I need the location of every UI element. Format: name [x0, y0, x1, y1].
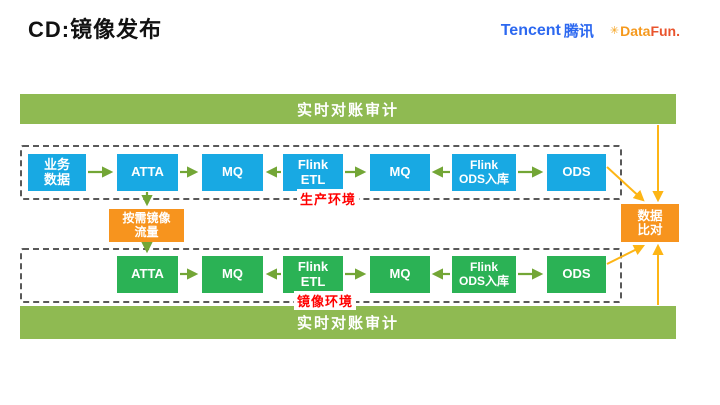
mirror-traffic-box: 按需镜像 流量 — [109, 209, 184, 242]
node-mirror-flink-ods: Flink ODS入库 — [452, 256, 516, 293]
logo-area: Tencent 腾讯 ✳ Data Fun. — [501, 20, 680, 41]
node-prod-mq-2: MQ — [370, 154, 430, 191]
node-label: MQ — [222, 164, 243, 180]
node-label: 流量 — [134, 224, 159, 239]
tencent-logo: Tencent 腾讯 — [501, 20, 594, 41]
node-label: 数据 — [637, 208, 663, 223]
node-label: ETL — [300, 171, 326, 187]
node-mirror-mq-1: MQ — [202, 256, 263, 293]
tencent-wordmark: Tencent — [500, 21, 561, 39]
sun-dots-icon: ✳ — [609, 25, 620, 37]
node-label: ODS — [562, 266, 591, 282]
node-label: ODS — [562, 164, 591, 180]
audit-bar-bottom: 实时对账审计 — [20, 306, 676, 339]
node-prod-flink-etl: Flink ETL — [283, 154, 343, 191]
tencent-cn-wordmark: 腾讯 — [563, 23, 594, 40]
node-label: Flink — [297, 156, 329, 172]
node-label: MQ — [389, 164, 411, 180]
mirror-env-label: 镜像环境 — [294, 291, 357, 310]
node-label: 按需镜像 — [122, 210, 171, 225]
node-label: MQ — [389, 266, 411, 282]
node-label: Flink — [469, 157, 498, 172]
node-prod-biz-data: 业务 数据 — [28, 154, 86, 191]
node-label: Flink — [297, 258, 329, 274]
node-label: ODS入库 — [458, 171, 509, 186]
node-label: ATTA — [131, 164, 164, 180]
page-title: CD:镜像发布 — [28, 17, 163, 42]
node-mirror-ods: ODS — [547, 256, 606, 293]
node-label: ETL — [300, 273, 326, 289]
node-prod-ods: ODS — [547, 154, 606, 191]
node-label: ODS入库 — [458, 273, 509, 288]
datafun-wordmark-data: Data — [620, 22, 651, 39]
data-compare-box: 数据 比对 — [621, 204, 679, 242]
audit-bar-top: 实时对账审计 — [20, 94, 676, 124]
node-label: 比对 — [637, 223, 663, 237]
node-label: 数据 — [43, 171, 70, 187]
datafun-logo: ✳ Data Fun. — [610, 23, 680, 39]
node-prod-mq-1: MQ — [202, 154, 263, 191]
node-prod-flink-ods: Flink ODS入库 — [452, 154, 516, 191]
node-label: ATTA — [131, 266, 164, 282]
prod-env-label: 生产环境 — [297, 189, 360, 208]
node-label: Flink — [469, 259, 498, 274]
node-label: MQ — [222, 266, 243, 282]
node-mirror-flink-etl: Flink ETL — [283, 256, 343, 293]
node-mirror-mq-2: MQ — [370, 256, 430, 293]
node-prod-atta: ATTA — [117, 154, 178, 191]
node-mirror-atta: ATTA — [117, 256, 178, 293]
datafun-wordmark-fun: Fun. — [650, 22, 680, 39]
node-label: 业务 — [43, 156, 70, 172]
